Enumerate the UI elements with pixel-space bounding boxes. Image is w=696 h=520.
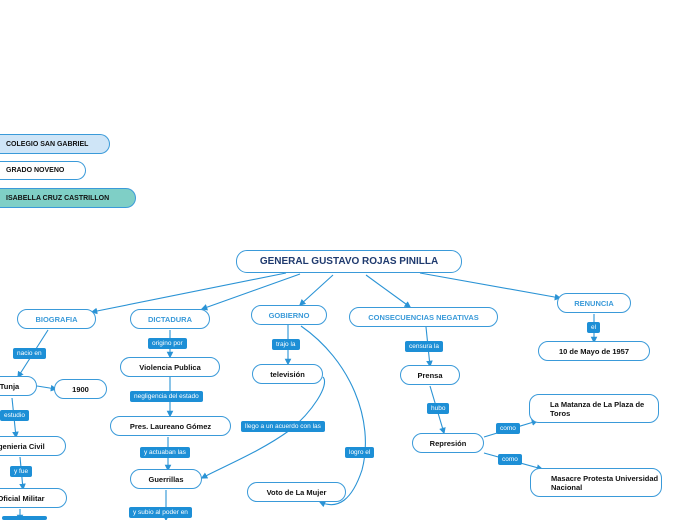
node-represion[interactable]: Represión: [412, 433, 484, 453]
branch-gobierno[interactable]: GOBIERNO: [251, 305, 327, 325]
label-origino: origino por: [148, 338, 187, 349]
node-guerrillas[interactable]: Guerrillas: [130, 469, 202, 489]
label-actuaban: y actuaban las: [140, 447, 190, 458]
node-ingenieria[interactable]: Ingenieria Civil: [0, 436, 66, 456]
label-censura: censura la: [405, 341, 443, 352]
node-voto[interactable]: Voto de La Mujer: [247, 482, 346, 502]
cutoff-label-left: [2, 516, 47, 520]
node-violencia[interactable]: Violencia Publica: [120, 357, 220, 377]
link-root-biografia: [90, 272, 287, 315]
link-root-renuncia: [419, 272, 562, 301]
node-laureano[interactable]: Pres. Laureano Gómez: [110, 416, 231, 436]
node-masacre[interactable]: Masacre Protesta Universidad Nacional: [530, 468, 662, 497]
label-subio: y subio al poder en: [129, 507, 192, 518]
grade-tag: GRADO NOVENO: [0, 161, 86, 180]
branch-biografia[interactable]: BIOGRAFIA: [17, 309, 96, 329]
link-root-gobierno: [299, 274, 334, 306]
label-estudio: estudio: [0, 410, 29, 421]
label-como-2: como: [498, 454, 522, 465]
link-tunja-year: [36, 384, 58, 392]
branch-dictadura[interactable]: DICTADURA: [130, 309, 210, 329]
link-root-dictadura: [200, 273, 301, 311]
node-matanza[interactable]: La Matanza de La Plaza de Toros: [529, 394, 659, 423]
school-tag: COLEGIO SAN GABRIEL: [0, 134, 110, 154]
node-prensa[interactable]: Prensa: [400, 365, 460, 385]
branch-consecuencias[interactable]: CONSECUENCIAS NEGATIVAS: [349, 307, 498, 327]
branch-renuncia[interactable]: RENUNCIA: [557, 293, 631, 313]
label-como-1: como: [496, 423, 520, 434]
label-logro: logro el: [345, 447, 375, 458]
label-hubo: hubo: [427, 403, 450, 414]
label-trajo: trajo la: [272, 339, 300, 350]
student-tag: ISABELLA CRUZ CASTRILLON: [0, 188, 136, 208]
label-acuerdo: llego a un acuerdo con las: [241, 421, 325, 432]
label-fue: y fue: [10, 466, 33, 477]
node-oficial[interactable]: Oficial Militar: [0, 488, 67, 508]
label-negligencia: negligencia del estado: [130, 391, 203, 402]
node-fecha[interactable]: 10 de Mayo de 1957: [538, 341, 650, 361]
node-tunja[interactable]: Tunja: [0, 376, 37, 396]
link-gobierno-voto: [300, 325, 366, 508]
node-year[interactable]: 1900: [54, 379, 107, 399]
node-television[interactable]: televisión: [252, 364, 323, 384]
label-nacio: nacio en: [13, 348, 46, 359]
root-node[interactable]: GENERAL GUSTAVO ROJAS PINILLA: [236, 250, 462, 273]
link-root-consecuencias: [365, 274, 412, 308]
label-el: el: [587, 322, 601, 333]
